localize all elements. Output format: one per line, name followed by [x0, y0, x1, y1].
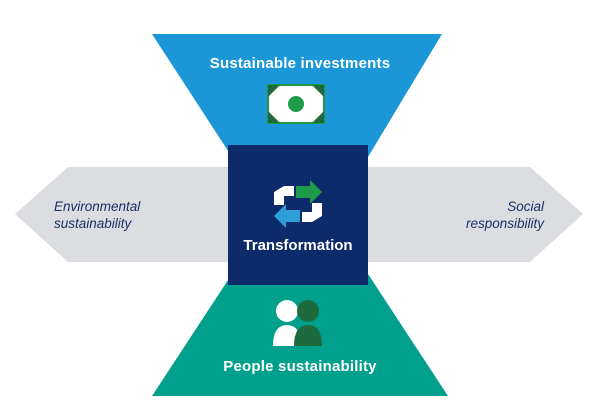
- transformation-arrows-icon: [274, 180, 322, 228]
- right-arrow-label: Social responsibility: [444, 198, 544, 232]
- banknote-icon: [267, 84, 325, 124]
- right-label-line1: Social: [507, 199, 544, 214]
- left-arrow-label: Environmental sustainability: [54, 198, 140, 232]
- bottom-title: People sustainability: [223, 358, 377, 375]
- left-label-line1: Environmental: [54, 199, 141, 214]
- top-title: Sustainable investments: [209, 55, 391, 72]
- people-icon: [273, 300, 322, 346]
- right-label-line2: responsibility: [465, 216, 544, 231]
- center-title: Transformation: [243, 237, 353, 254]
- left-label-line2: sustainability: [54, 216, 132, 231]
